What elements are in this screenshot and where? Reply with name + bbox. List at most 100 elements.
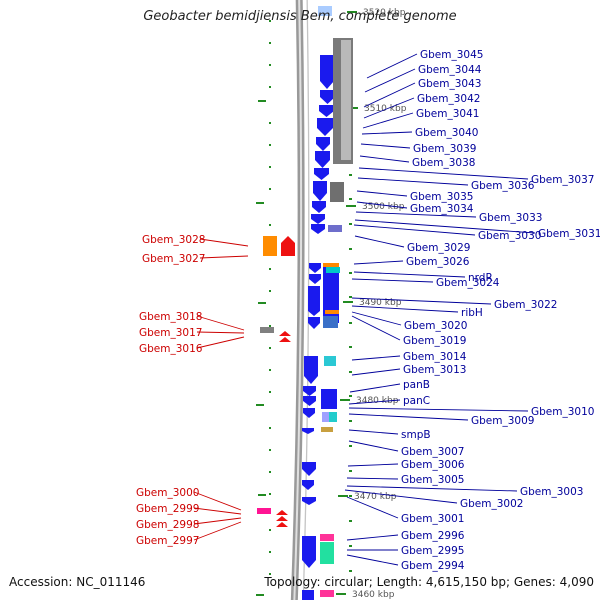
ruler-tick — [269, 42, 271, 44]
label-leader-line — [363, 82, 416, 108]
label-leader-line — [361, 131, 413, 135]
gene-feature — [313, 181, 327, 201]
ruler-tick — [269, 325, 271, 327]
gene-feature — [326, 267, 340, 273]
label-leader-line — [355, 211, 477, 218]
gene-feature — [281, 236, 295, 256]
gene-feature — [276, 516, 288, 521]
label-leader-line — [348, 399, 401, 405]
gene-label-right: Gbem_3034 — [410, 203, 474, 215]
gene-label-right: Gbem_3044 — [418, 64, 482, 76]
label-leader-line — [193, 491, 242, 511]
label-leader-line — [357, 177, 469, 186]
gene-feature — [317, 118, 333, 136]
gene-label-right: Gbem_3040 — [415, 127, 478, 139]
gene-label-right: panB — [403, 379, 430, 391]
ruler-tick — [269, 471, 271, 473]
gene-feature — [320, 590, 334, 597]
gene-label-right: Gbem_3041 — [416, 108, 479, 120]
gene-feature — [279, 337, 291, 342]
gene-feature — [309, 263, 321, 273]
gene-label-left: Gbem_3000 — [136, 487, 199, 499]
gene-label-right: Gbem_3014 — [403, 351, 467, 363]
gene-feature — [321, 389, 337, 409]
ruler-tick-major — [256, 404, 264, 406]
label-leader-line — [349, 383, 401, 393]
gene-label-right: Gbem_3003 — [520, 486, 583, 498]
ruler-tick — [269, 268, 271, 270]
ruler-tick-right — [349, 520, 352, 522]
ruler-tick — [269, 347, 271, 349]
label-leader-line — [353, 260, 404, 265]
ruler-tick — [269, 529, 271, 531]
ruler-tick-right — [349, 545, 352, 547]
scale-tick — [338, 495, 348, 497]
gene-feature — [279, 331, 291, 336]
gene-feature — [316, 137, 330, 151]
ruler-tick-right — [349, 371, 352, 373]
gene-feature — [308, 286, 320, 306]
ruler-tick-right — [349, 296, 352, 298]
gene-label-right: Gbem_3038 — [412, 157, 475, 169]
gene-feature — [312, 201, 326, 213]
scale-label: 3480 kbp — [356, 396, 399, 406]
label-leader-line — [348, 407, 529, 412]
gene-feature — [309, 274, 321, 284]
gene-label-right: Gbem_3002 — [460, 498, 523, 510]
label-leader-line — [364, 68, 416, 93]
gene-label-right: Gbem_2996 — [401, 530, 465, 542]
gene-label-right: Gbem_3031 — [538, 228, 600, 240]
gene-label-right: Gbem_3024 — [436, 277, 500, 289]
ruler-tick — [269, 224, 271, 226]
gene-feature — [324, 356, 336, 366]
label-leader-line — [360, 143, 411, 149]
gene-feature — [323, 316, 338, 328]
label-leader-line — [344, 489, 458, 504]
gene-feature — [276, 510, 288, 515]
ruler-tick — [269, 391, 271, 393]
scale-tick — [336, 593, 346, 595]
gene-feature — [302, 536, 316, 546]
label-leader-line — [359, 155, 410, 163]
gene-feature — [308, 317, 320, 329]
label-leader-line — [353, 271, 466, 278]
ruler-tick-major — [258, 302, 266, 304]
gene-label-right: Gbem_3037 — [531, 174, 594, 186]
gene-feature — [302, 462, 316, 476]
label-leader-line — [346, 554, 399, 566]
gene-label-right: Gbem_3005 — [401, 474, 464, 486]
gene-feature — [311, 224, 325, 234]
ruler-tick — [269, 290, 271, 292]
ruler-tick — [269, 493, 271, 495]
label-leader-line — [348, 429, 399, 435]
label-leader-line — [351, 355, 401, 361]
gene-label-right: Gbem_3042 — [417, 93, 480, 105]
gene-label-right: Gbem_3033 — [479, 212, 542, 224]
gene-label-right: Gbem_3036 — [471, 180, 535, 192]
scale-label: 3490 kbp — [359, 298, 402, 308]
gene-feature — [260, 327, 274, 333]
gene-label-right: Gbem_3043 — [418, 78, 481, 90]
ruler-tick-right — [349, 322, 352, 324]
ruler-tick — [269, 64, 271, 66]
label-leader-line — [351, 368, 401, 376]
ruler-tick-major — [256, 202, 264, 204]
label-leader-line — [353, 224, 476, 236]
gene-label-right: ribH — [461, 307, 483, 319]
scale-label: 3470 kbp — [354, 492, 397, 502]
ruler-tick-right — [349, 470, 352, 472]
label-leader-line — [347, 463, 399, 467]
label-leader-line — [193, 521, 242, 541]
ruler-tick-right — [349, 346, 352, 348]
label-leader-line — [346, 477, 399, 480]
gene-label-right: Gbem_3039 — [413, 143, 476, 155]
gene-feature — [318, 6, 332, 16]
ruler-tick-major — [256, 594, 264, 596]
label-leader-line — [348, 413, 469, 421]
label-leader-line — [346, 534, 399, 541]
gene-feature — [314, 168, 329, 180]
gene-label-right: Gbem_3013 — [403, 364, 466, 376]
scale-label: 3460 kbp — [352, 590, 395, 600]
gene-label-right: Gbem_3009 — [471, 415, 534, 427]
